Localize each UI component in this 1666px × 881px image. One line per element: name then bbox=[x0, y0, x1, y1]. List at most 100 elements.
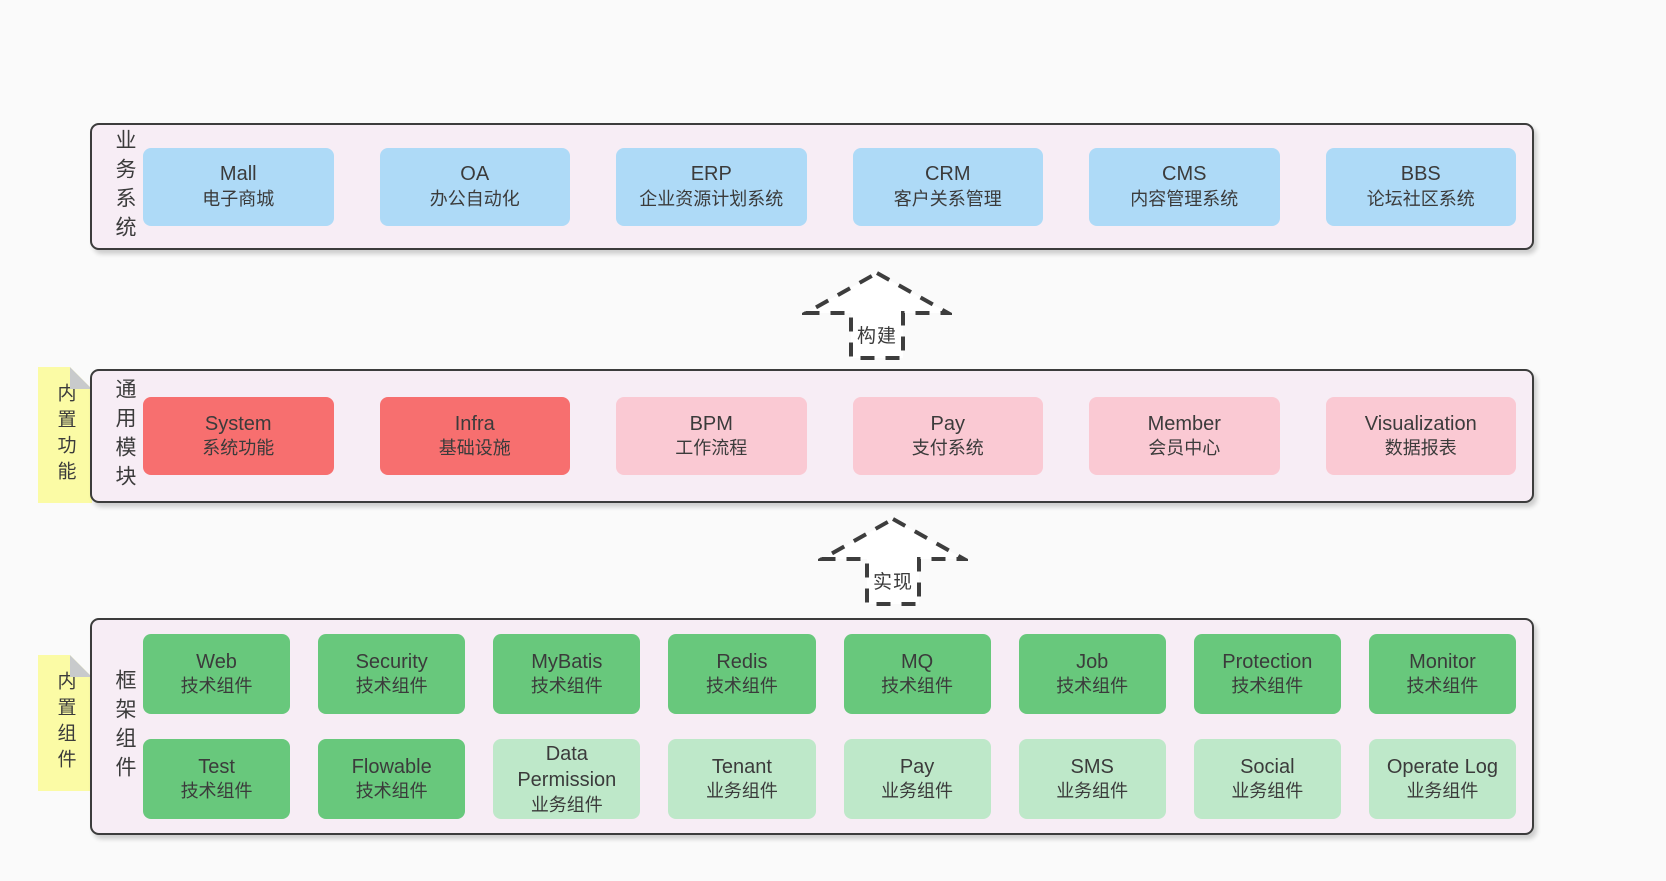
box-desc: 业务组件 bbox=[1056, 781, 1129, 802]
box-mybatis: MyBatis 技术组件 bbox=[493, 634, 641, 714]
box-mall: Mall 电子商城 bbox=[143, 147, 334, 226]
box-name: Infra bbox=[454, 412, 495, 435]
box-name: OA bbox=[460, 163, 490, 186]
box-desc: 会员中心 bbox=[1148, 438, 1221, 459]
box-name: MQ bbox=[900, 650, 934, 673]
box-desc: 数据报表 bbox=[1384, 438, 1457, 459]
box-sms: SMS 业务组件 bbox=[1018, 739, 1166, 819]
box-desc: 技术组件 bbox=[1231, 676, 1304, 697]
box-operate-log: Operate Log 业务组件 bbox=[1368, 739, 1516, 819]
box-tenant: Tenant 业务组件 bbox=[668, 739, 816, 819]
box-bbs: BBS 论坛社区系统 bbox=[1325, 147, 1516, 226]
box-erp: ERP 企业资源计划系统 bbox=[616, 147, 807, 226]
box-desc: 工作流程 bbox=[675, 438, 748, 459]
framework-components-panel: 框架组件 Web 技术组件 Security 技术组件 MyBatis 技术组件… bbox=[90, 618, 1534, 835]
implement-arrow-label: 实现 bbox=[868, 566, 918, 595]
box-desc: 技术组件 bbox=[881, 676, 954, 697]
box-desc: 技术组件 bbox=[1056, 676, 1129, 697]
box-name: System bbox=[204, 412, 272, 435]
box-desc: 基础设施 bbox=[438, 438, 511, 459]
box-web: Web 技术组件 bbox=[143, 634, 291, 714]
box-name: CMS bbox=[1162, 163, 1207, 186]
box-name: Redis bbox=[716, 650, 768, 673]
box-member: Member 会员中心 bbox=[1089, 397, 1280, 475]
box-job: Job 技术组件 bbox=[1018, 634, 1166, 714]
framework-components-boxes: Web 技术组件 Security 技术组件 MyBatis 技术组件 Redi… bbox=[139, 634, 1532, 819]
box-desc: 技术组件 bbox=[1406, 676, 1479, 697]
builtin-components-note-text: 内置组件 bbox=[54, 671, 76, 775]
business-systems-label: 业务系统 bbox=[113, 128, 136, 245]
builtin-features-note: 内置功能 bbox=[38, 367, 92, 503]
box-name: Flowable bbox=[351, 755, 432, 778]
box-mq: MQ 技术组件 bbox=[843, 634, 991, 714]
box-desc: 支付系统 bbox=[911, 438, 984, 459]
box-pay: Pay 支付系统 bbox=[852, 397, 1043, 475]
box-name: CRM bbox=[924, 163, 971, 186]
business-systems-boxes: Mall 电子商城 OA 办公自动化 ERP 企业资源计划系统 CRM 客户关系… bbox=[139, 147, 1532, 226]
box-desc: 业务组件 bbox=[705, 781, 778, 802]
up-arrow-icon bbox=[818, 516, 968, 606]
box-name: BPM bbox=[689, 412, 733, 435]
box-desc: 技术组件 bbox=[180, 781, 253, 802]
box-system: System 系统功能 bbox=[143, 397, 334, 475]
common-modules-boxes: System 系统功能 Infra 基础设施 BPM 工作流程 Pay 支付系统… bbox=[139, 397, 1532, 475]
box-social: Social 业务组件 bbox=[1193, 739, 1341, 819]
framework-components-label: 框架组件 bbox=[113, 668, 136, 785]
implement-arrow: 实现 bbox=[818, 514, 968, 610]
box-name: Protection bbox=[1222, 650, 1313, 673]
box-desc: 技术组件 bbox=[355, 676, 428, 697]
box-name: ERP bbox=[690, 163, 732, 186]
box-name: Pay bbox=[899, 755, 935, 778]
box-desc: 技术组件 bbox=[530, 676, 603, 697]
box-name: Mall bbox=[219, 163, 257, 186]
up-arrow-icon bbox=[802, 270, 952, 360]
box-cms: CMS 内容管理系统 bbox=[1089, 147, 1280, 226]
box-name: Member bbox=[1147, 412, 1221, 435]
business-systems-panel: 业务系统 Mall 电子商城 OA 办公自动化 ERP 企业资源计划系统 CRM… bbox=[90, 123, 1534, 250]
box-desc: 业务组件 bbox=[530, 794, 603, 815]
box-desc: 业务组件 bbox=[881, 781, 954, 802]
box-name: Test bbox=[198, 755, 235, 778]
box-name: BBS bbox=[1400, 163, 1441, 186]
box-security: Security 技术组件 bbox=[318, 634, 466, 714]
builtin-features-note-text: 内置功能 bbox=[54, 383, 76, 487]
box-infra: Infra 基础设施 bbox=[379, 397, 570, 475]
box-name: Data Permission bbox=[517, 742, 617, 792]
box-visualization: Visualization 数据报表 bbox=[1325, 397, 1516, 475]
note-fold-icon bbox=[70, 367, 92, 389]
box-pay-biz: Pay 业务组件 bbox=[843, 739, 991, 819]
box-name: Job bbox=[1076, 650, 1109, 673]
box-desc: 技术组件 bbox=[180, 676, 253, 697]
box-desc: 客户关系管理 bbox=[893, 188, 1002, 209]
box-oa: OA 办公自动化 bbox=[379, 147, 570, 226]
box-desc: 业务组件 bbox=[1406, 781, 1479, 802]
box-name: SMS bbox=[1070, 755, 1114, 778]
box-name: Monitor bbox=[1409, 650, 1476, 673]
box-name: Social bbox=[1240, 755, 1295, 778]
box-flowable: Flowable 技术组件 bbox=[318, 739, 466, 819]
note-fold-icon bbox=[70, 655, 92, 677]
common-modules-panel: 通用模块 System 系统功能 Infra 基础设施 BPM 工作流程 Pay… bbox=[90, 369, 1534, 503]
builtin-components-note: 内置组件 bbox=[38, 655, 92, 791]
box-protection: Protection 技术组件 bbox=[1193, 634, 1341, 714]
box-name: Security bbox=[355, 650, 428, 673]
box-desc: 技术组件 bbox=[705, 676, 778, 697]
box-desc: 技术组件 bbox=[355, 781, 428, 802]
box-crm: CRM 客户关系管理 bbox=[852, 147, 1043, 226]
box-desc: 业务组件 bbox=[1231, 781, 1304, 802]
box-desc: 论坛社区系统 bbox=[1366, 188, 1475, 209]
box-desc: 办公自动化 bbox=[429, 188, 520, 209]
box-monitor: Monitor 技术组件 bbox=[1368, 634, 1516, 714]
box-name: Pay bbox=[930, 412, 965, 435]
box-name: MyBatis bbox=[531, 650, 603, 673]
box-name: Operate Log bbox=[1386, 755, 1499, 778]
box-desc: 企业资源计划系统 bbox=[639, 188, 784, 209]
build-arrow-label: 构建 bbox=[852, 320, 902, 349]
common-modules-label: 通用模块 bbox=[113, 378, 136, 494]
box-desc: 电子商城 bbox=[202, 188, 275, 209]
box-test: Test 技术组件 bbox=[143, 739, 291, 819]
box-redis: Redis 技术组件 bbox=[668, 634, 816, 714]
box-desc: 内容管理系统 bbox=[1130, 188, 1239, 209]
box-name: Web bbox=[196, 650, 237, 673]
box-bpm: BPM 工作流程 bbox=[616, 397, 807, 475]
